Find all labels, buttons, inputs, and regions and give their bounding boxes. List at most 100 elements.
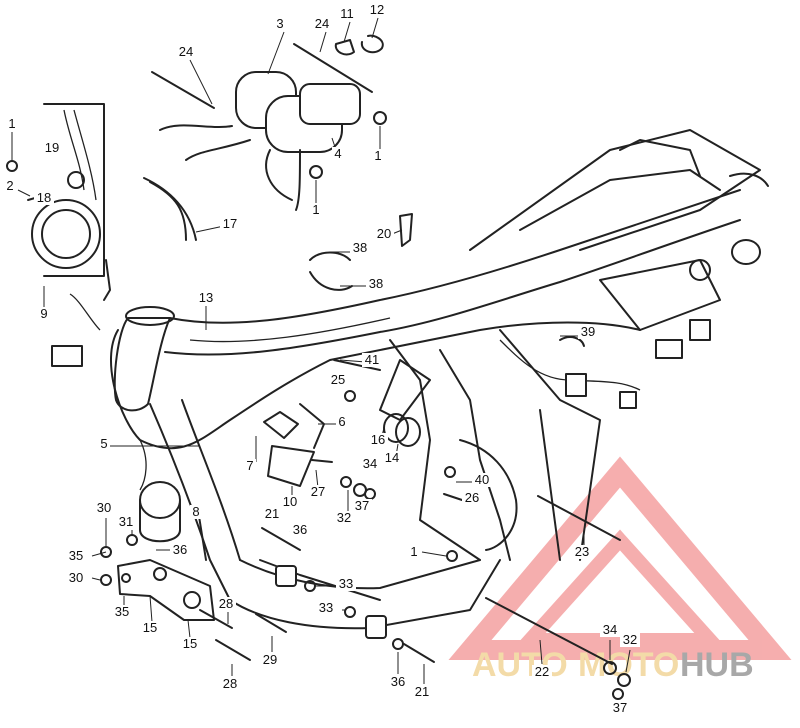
callout-label-c34b: 34	[603, 622, 617, 637]
clip-26	[443, 493, 463, 501]
callout-bg-c21b	[412, 685, 432, 699]
connector-small-rear	[619, 391, 637, 409]
callout-bg-c21a	[262, 507, 282, 521]
lower-cradle-rail	[229, 559, 501, 630]
engine-mount-collar-14-b	[395, 417, 421, 447]
lower-cradle-rail-inner	[239, 559, 481, 590]
backbone-tube-upper	[169, 189, 741, 324]
callout-label-c27: 27	[311, 484, 325, 499]
leader-11	[343, 21, 351, 43]
head-tube-top	[125, 306, 175, 326]
leader-2	[17, 189, 31, 197]
callout-label-c10: 10	[283, 494, 297, 509]
callout-bg-c9	[38, 307, 50, 321]
center-down-tube-right	[439, 349, 511, 561]
leader-24b	[319, 31, 327, 53]
bracket-15-hole-c	[183, 591, 201, 609]
leader-3	[267, 31, 285, 75]
leader-24a	[189, 59, 213, 105]
callout-bg-c26	[462, 491, 482, 505]
leader-12	[371, 17, 379, 39]
callout-bg-c34a	[360, 457, 380, 471]
wire-harness-main	[110, 321, 641, 450]
callout-bg-c4	[332, 147, 344, 161]
rear-shock-strut	[499, 329, 601, 561]
callout-label-c13: 13	[199, 290, 213, 305]
callout-bg-c22	[532, 665, 552, 679]
headlight-wire-a	[63, 109, 85, 191]
clamp-6	[299, 403, 325, 449]
callout-bg-c23	[572, 545, 592, 559]
callout-bg-c29	[260, 653, 280, 667]
bracket-15-hole-a	[121, 573, 131, 583]
callout-label-c33a: 33	[339, 576, 353, 591]
headlight-connector-lead	[103, 259, 111, 301]
callout-label-c36b: 36	[173, 542, 187, 557]
callout-bg-c6	[336, 415, 348, 429]
callout-bg-c3	[274, 17, 286, 31]
flasher-relay	[689, 259, 711, 281]
headlight-mount-bolt-19	[67, 171, 85, 189]
callout-bg-c1b	[372, 149, 384, 163]
callout-bg-c36a	[290, 523, 310, 537]
bolt-27	[311, 459, 333, 463]
wire-harness-drop	[139, 439, 147, 491]
washer-31	[126, 534, 138, 546]
callout-bg-c13	[196, 291, 216, 305]
bolt-21-lower	[403, 643, 435, 663]
callout-label-c23: 23	[575, 544, 589, 559]
callout-bg-c39	[578, 325, 598, 339]
starter-solenoid-body	[139, 499, 181, 543]
callout-label-c41: 41	[365, 352, 379, 367]
callout-bg-c1c	[310, 203, 322, 217]
grommet-11	[334, 39, 355, 56]
callout-bg-c38b	[366, 277, 386, 291]
callout-bg-c12	[367, 3, 387, 17]
coil-plug-wire-b	[295, 149, 301, 211]
starter-solenoid	[139, 481, 181, 519]
seat-rail-upper	[469, 129, 761, 251]
leader-35a	[91, 551, 107, 557]
callout-label-c34a: 34	[363, 456, 377, 471]
washer-25	[344, 390, 356, 402]
down-tube-right	[181, 399, 241, 561]
callout-label-c14: 14	[385, 450, 399, 465]
callout-label-c32a: 32	[337, 510, 351, 525]
wire-loop-rear	[731, 239, 761, 265]
bracket-20	[399, 213, 413, 247]
callout-label-c15a: 15	[143, 620, 157, 635]
callout-bg-c32b	[620, 633, 640, 647]
leader-32b	[625, 649, 631, 673]
battery-tray	[599, 259, 721, 331]
watermark-word-moto: MOTO	[578, 646, 679, 684]
nut-33-lower	[344, 606, 356, 618]
callout-bg-c15a	[140, 621, 160, 635]
regulator-block	[689, 319, 711, 341]
nut-1-coil-b	[309, 165, 323, 179]
wire-band-17-inner	[149, 181, 187, 241]
callout-bg-c25	[328, 373, 348, 387]
steering-head-tube	[113, 317, 171, 412]
bolt-group	[199, 336, 631, 700]
nut-1-headlight	[6, 160, 18, 172]
callout-bg-c36c	[388, 675, 408, 689]
callout-label-c6: 6	[338, 414, 345, 429]
callout-label-c37b: 37	[613, 700, 627, 715]
rear-mount-boss	[365, 615, 387, 639]
callout-bg-c28a	[216, 597, 236, 611]
callout-bg-c17	[220, 217, 240, 231]
bracket-15-plate	[117, 559, 215, 621]
callout-bg-c33a	[336, 577, 356, 591]
coil-lead-wire-b	[185, 139, 251, 161]
coil-mount-bolt-24-b	[151, 71, 215, 109]
callout-label-c30a: 30	[97, 500, 111, 515]
bracket-15-hole-b	[153, 567, 167, 581]
callout-bg-c37b	[610, 701, 630, 715]
swingarm-pivot-bolt-23	[537, 495, 621, 541]
callout-label-c7: 7	[246, 458, 253, 473]
callout-label-c12: 12	[370, 2, 384, 17]
callout-label-c15b: 15	[183, 636, 197, 651]
bolt-28-upper	[199, 609, 233, 629]
callout-label-c17: 17	[223, 216, 237, 231]
